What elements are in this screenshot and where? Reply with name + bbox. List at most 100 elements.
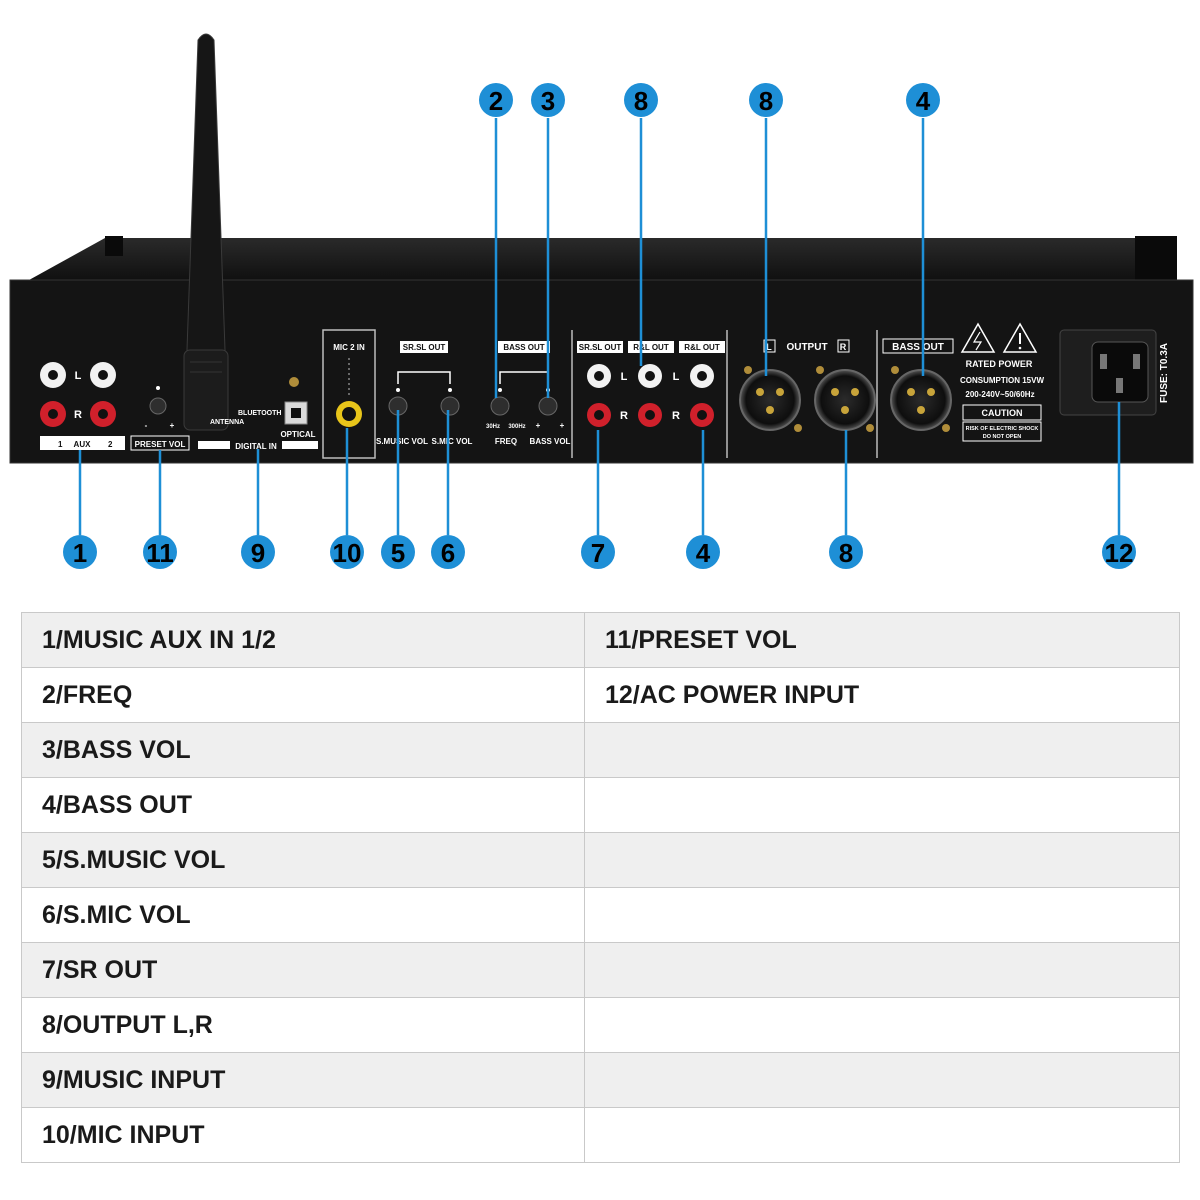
chassis-top	[20, 238, 1140, 285]
callout-10: 10	[330, 535, 364, 569]
callout-8-top-2: 8	[749, 83, 783, 117]
svg-text:8: 8	[759, 86, 773, 116]
preset-vol-label: PRESET VOL	[135, 440, 186, 449]
preset-tick-low: -	[145, 421, 148, 430]
antenna-label: ANTENNA	[210, 419, 244, 426]
rl-out-2-tag	[679, 341, 725, 353]
callout-lines	[78, 118, 1121, 535]
aux-num-2: 2	[108, 440, 113, 449]
svg-text:9: 9	[251, 538, 265, 568]
voltage-label: 200-240V~50/60Hz	[965, 390, 1034, 399]
callout-4-top: 4	[906, 83, 940, 117]
legend-cell: 8/OUTPUT L,R	[21, 997, 585, 1053]
shock-label-2: DO NOT OPEN	[983, 434, 1022, 440]
legend-cell	[584, 832, 1180, 888]
legend-cell: 9/MUSIC INPUT	[21, 1052, 585, 1108]
preset-tick-high: +	[170, 421, 175, 430]
shock-box	[962, 421, 1042, 442]
rca-right-label-2: R	[672, 410, 680, 422]
svg-text:12: 12	[1105, 538, 1134, 568]
freq-knob	[490, 388, 510, 416]
legend-cell: 6/S.MIC VOL	[21, 887, 585, 943]
callout-1: 1	[63, 535, 97, 569]
legend-cell: 5/S.MUSIC VOL	[21, 832, 585, 888]
svg-text:10: 10	[333, 538, 362, 568]
callout-6: 6	[431, 535, 465, 569]
smusic-vol-label: S.MUSIC VOL	[376, 437, 428, 446]
legend-cell: 10/MIC INPUT	[21, 1107, 585, 1163]
table-row: 8/OUTPUT L,R	[21, 997, 1180, 1053]
fuse-label: FUSE: T0.3A	[1159, 343, 1170, 403]
legend-cell: 7/SR OUT	[21, 942, 585, 998]
aux-label: AUX	[74, 440, 92, 449]
callout-5: 5	[381, 535, 415, 569]
legend-cell: 4/BASS OUT	[21, 777, 585, 833]
svg-text:1: 1	[73, 538, 87, 568]
digital-in-label: DIGITAL IN	[235, 442, 277, 451]
svg-text:7: 7	[591, 538, 605, 568]
aux-label-strip	[40, 436, 125, 450]
legend-cell	[584, 1107, 1180, 1163]
callout-2: 2	[479, 83, 513, 117]
table-row: 5/S.MUSIC VOL	[21, 832, 1180, 888]
bass-vol-plus-2: +	[560, 421, 565, 430]
table-row: 4/BASS OUT	[21, 777, 1180, 833]
legend-cell	[584, 777, 1180, 833]
aux-num-1: 1	[58, 440, 63, 449]
device-rear-panel-illustration: L R 1 AUX 2 - + PRESET VOL BLUETOOTH ANT…	[9, 33, 1194, 569]
sr-sl-out-tag	[577, 341, 623, 353]
optical-label: OPTICAL	[280, 430, 315, 439]
smic-vol-knob	[440, 388, 460, 416]
output-xlr-left	[739, 366, 802, 432]
output-r-box	[837, 339, 850, 353]
rca-left-label-2: L	[673, 371, 680, 383]
callout-markers-bottom: 1 11 9 10 5 6 7 4 8 12	[63, 535, 1136, 569]
callout-8-top-1: 8	[624, 83, 658, 117]
bluetooth-antenna	[183, 33, 229, 431]
ac-power-inlet	[1059, 329, 1157, 416]
mic2-in-label: MIC 2 IN	[333, 343, 365, 352]
rack-ear	[1135, 236, 1177, 282]
legend-cell	[584, 1052, 1180, 1108]
svg-text:8: 8	[839, 538, 853, 568]
shock-label-1: RISK OF ELECTRIC SHOCK	[966, 426, 1039, 432]
freq-high-label: 300Hz	[508, 424, 525, 430]
svg-text:5: 5	[391, 538, 405, 568]
sr-sl-out-top-label: SR.SL OUT	[403, 343, 446, 352]
caution-triangle-icon	[1002, 322, 1038, 353]
table-row: 3/BASS VOL	[21, 722, 1180, 778]
smic-vol-label: S.MIC VOL	[432, 437, 473, 446]
output-rca-jacks	[587, 364, 714, 427]
legend-cell	[584, 942, 1180, 998]
callout-12: 12	[1102, 535, 1136, 569]
svg-text:4: 4	[696, 538, 711, 568]
legend-cell: 1/MUSIC AUX IN 1/2	[21, 612, 585, 668]
callout-markers-top: 2 3 8 8 4	[479, 83, 940, 117]
mic-section-frame	[322, 329, 376, 459]
output-label: OUTPUT	[786, 342, 827, 353]
callout-7: 7	[581, 535, 615, 569]
legend-cell: 3/BASS VOL	[21, 722, 585, 778]
sr-sl-bracket	[397, 371, 451, 384]
callout-11: 11	[143, 535, 177, 569]
svg-text:2: 2	[489, 86, 503, 116]
table-row: 7/SR OUT	[21, 942, 1180, 998]
legend-cell: 2/FREQ	[21, 667, 585, 723]
rl-out-2-label: R&L OUT	[684, 343, 720, 352]
callout-9: 9	[241, 535, 275, 569]
legend-cell	[584, 722, 1180, 778]
bass-out-top-tag	[498, 341, 550, 353]
bluetooth-label: BLUETOOTH	[238, 410, 281, 417]
table-row: 10/MIC INPUT	[21, 1107, 1180, 1163]
screw	[289, 377, 299, 387]
bass-vol-plus-1: +	[536, 421, 541, 430]
table-row: 6/S.MIC VOL	[21, 887, 1180, 943]
svg-text:6: 6	[441, 538, 455, 568]
freq-label: FREQ	[495, 437, 517, 446]
callout-8-bottom: 8	[829, 535, 863, 569]
aux-right-label: R	[74, 409, 82, 421]
rl-out-1-label: R&L OUT	[633, 343, 669, 352]
bass-out-xlr	[890, 366, 952, 432]
